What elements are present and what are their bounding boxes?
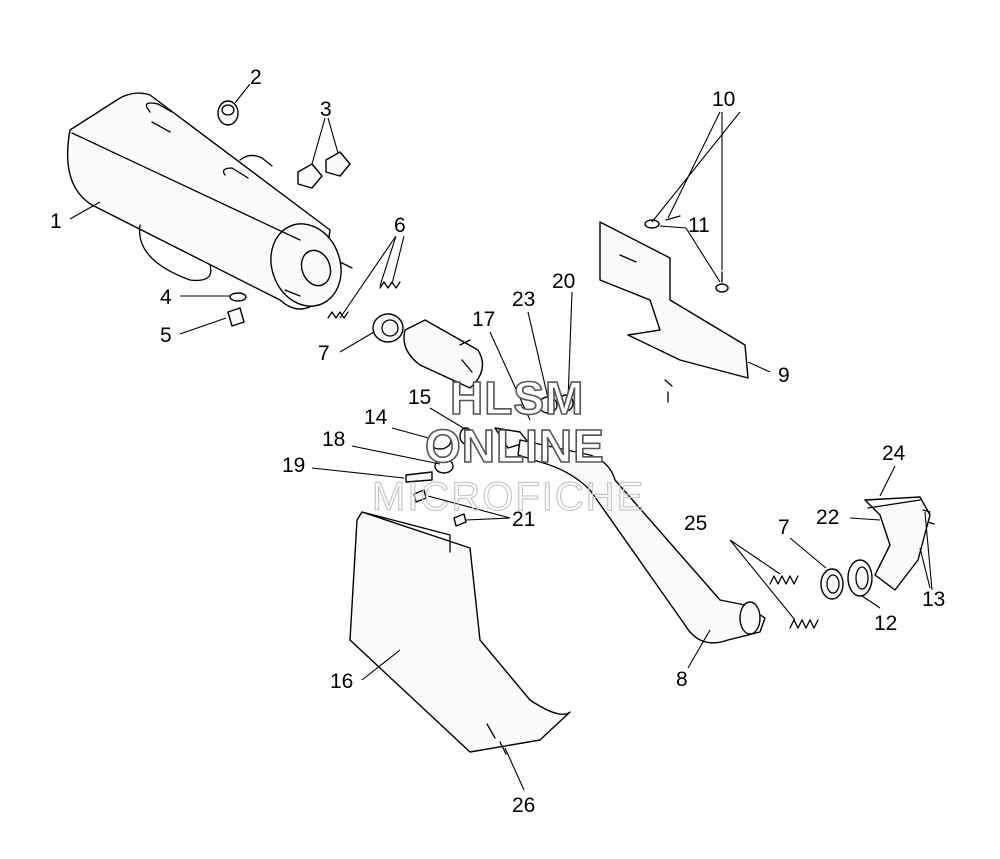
callout-20: 20 bbox=[552, 270, 575, 293]
callout-6: 6 bbox=[394, 214, 406, 237]
callout-1: 1 bbox=[50, 210, 62, 233]
flange bbox=[847, 559, 873, 597]
watermark-line-2: ONLINE bbox=[425, 420, 605, 472]
callout-9: 9 bbox=[778, 364, 790, 387]
header-pipe bbox=[403, 319, 574, 414]
springs-upper bbox=[327, 281, 401, 319]
callout-15: 15 bbox=[408, 386, 431, 409]
callout-11: 11 bbox=[688, 214, 710, 237]
callout-25: 25 bbox=[684, 512, 707, 535]
mounting-bracket bbox=[599, 221, 749, 403]
callout-23: 23 bbox=[512, 288, 535, 311]
callout-4: 4 bbox=[160, 286, 172, 309]
exhaust-pipe bbox=[517, 439, 766, 644]
muffler bbox=[66, 92, 353, 310]
leader-lines bbox=[69, 83, 933, 791]
callout-14: 14 bbox=[364, 406, 388, 429]
rubber-mounts bbox=[297, 151, 351, 189]
callout-22: 22 bbox=[816, 506, 839, 529]
springs-lower bbox=[769, 575, 819, 629]
watermark: HLSM ONLINE MICROFICHE bbox=[371, 371, 645, 519]
callout-labels: 1 2 3 4 5 6 7 7 8 9 10 11 12 13 14 15 16… bbox=[50, 66, 945, 817]
callout-7a: 7 bbox=[318, 342, 330, 365]
callout-10: 10 bbox=[712, 88, 735, 111]
callout-18: 18 bbox=[322, 428, 345, 451]
watermark-line-3: MICROFICHE bbox=[372, 475, 645, 519]
callout-13: 13 bbox=[922, 588, 945, 611]
callout-21: 21 bbox=[512, 508, 535, 531]
callout-8: 8 bbox=[676, 668, 688, 691]
washer-and-fitting bbox=[227, 292, 247, 327]
callout-7b: 7 bbox=[778, 516, 790, 539]
callout-16: 16 bbox=[330, 670, 353, 693]
callout-5: 5 bbox=[160, 324, 172, 347]
callout-12: 12 bbox=[874, 612, 897, 635]
gasket-upper bbox=[372, 313, 404, 343]
gasket-lower bbox=[820, 568, 844, 600]
tail-pipe bbox=[864, 496, 935, 591]
callout-3: 3 bbox=[320, 98, 332, 121]
watermark-line-1: HLSM bbox=[450, 372, 584, 424]
grommet bbox=[217, 100, 239, 126]
bolts-21 bbox=[413, 489, 467, 527]
callout-2: 2 bbox=[250, 66, 262, 89]
callout-17: 17 bbox=[472, 308, 495, 331]
bolts-and-washers bbox=[644, 215, 729, 293]
callout-26: 26 bbox=[512, 794, 535, 817]
callout-19: 19 bbox=[282, 454, 305, 477]
callout-24: 24 bbox=[882, 442, 906, 465]
heat-shield bbox=[349, 511, 571, 755]
